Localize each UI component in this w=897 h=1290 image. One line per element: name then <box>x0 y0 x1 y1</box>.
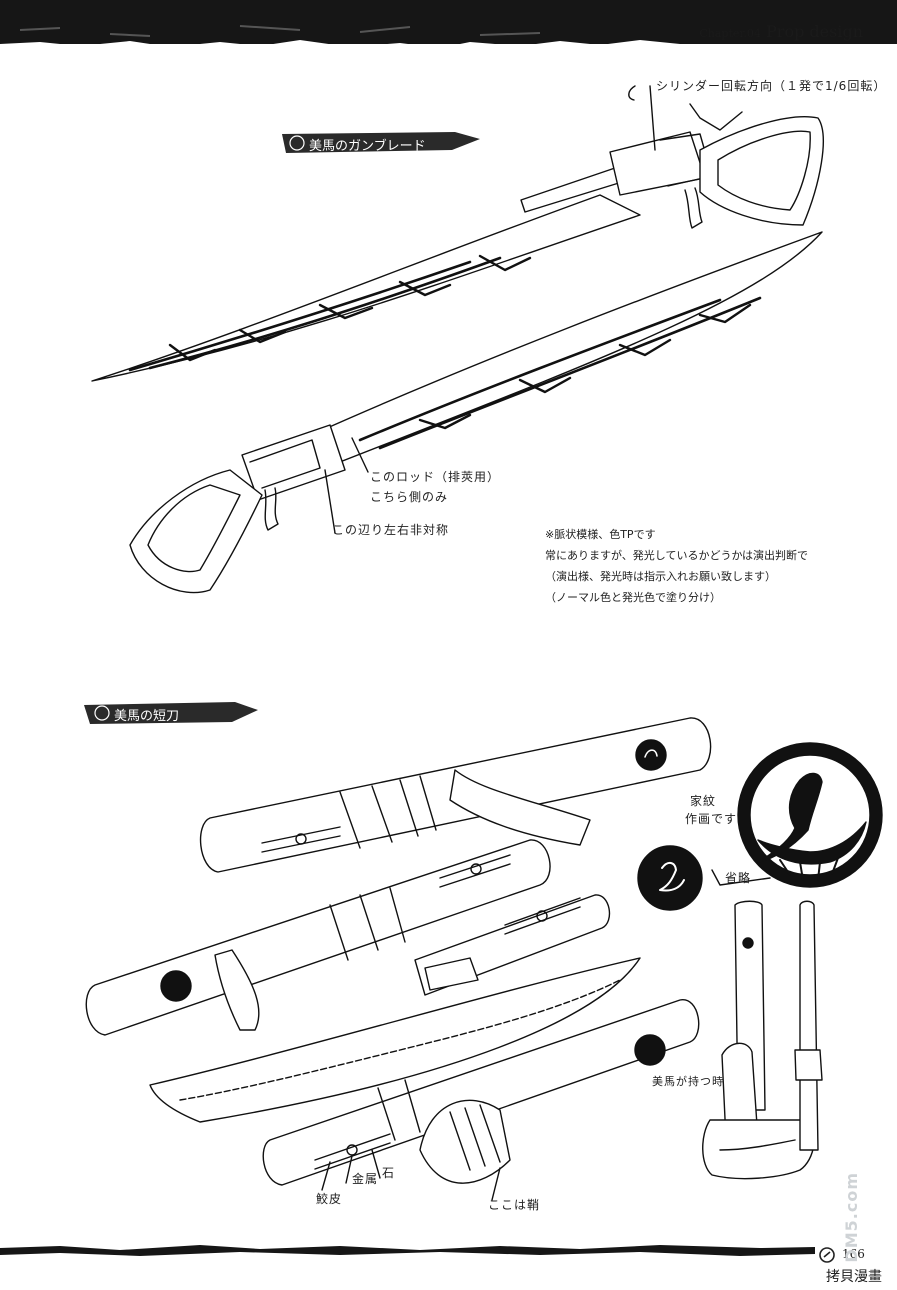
section1-title-emblem <box>289 135 305 151</box>
rod-label-line1: このロッド（排莢用） <box>370 470 501 484</box>
crane-crest-small <box>637 845 771 911</box>
section1-title: 美馬のガンブレード <box>309 139 426 154</box>
section2-title-emblem <box>94 705 110 721</box>
asymmetric-label: この辺り左右非対称 <box>332 523 450 537</box>
rod-label-line2: こちら側のみ <box>370 490 449 504</box>
note-line: 常にありますが、発光しているかどうかは演出判断で <box>545 549 809 562</box>
gunblade-top-illustration <box>91 85 824 382</box>
held-note-label: 美馬が持つ時 <box>652 1075 724 1088</box>
chapter-header: Chapter.04 Prop design <box>699 22 863 41</box>
section2-title-brush <box>84 702 258 724</box>
page-number: 166 <box>842 1247 865 1261</box>
metal-ring-label: 金属 <box>352 1172 379 1186</box>
watermark-site: DM5.com <box>842 1172 861 1263</box>
tanto-sheath-top <box>199 717 712 873</box>
crane-crest-large <box>737 742 883 888</box>
tanto-blade <box>149 957 641 1123</box>
crest-label-line1: 家紋 <box>690 794 717 808</box>
shark-skin-label: 鮫皮 <box>316 1192 343 1206</box>
vein-pattern-note: ※脈状模様、色TPです 常にありますが、発光しているかどうかは演出判断で （演出… <box>545 524 808 608</box>
sheath-label: ここは鞘 <box>488 1198 541 1212</box>
section-label: Prop design <box>766 22 863 41</box>
watermark-text: 拷貝漫畫 <box>826 1269 882 1285</box>
crest-label-line2: 作画です <box>685 812 738 826</box>
omitted-label: 省略 <box>725 871 752 885</box>
gunblade-bottom-illustration <box>129 231 823 594</box>
cylinder-rotation-label: シリンダー回転方向（１発で1/6回転） <box>656 79 887 93</box>
note-line: （演出様、発光時は指示入れお願い致します） <box>545 570 776 583</box>
stone-label: 石 <box>382 1166 396 1180</box>
header-grunge-band <box>0 0 897 50</box>
section1-title-brush <box>282 132 480 153</box>
page-emblem-icon <box>819 1247 835 1263</box>
tanto-sheath-bottom <box>262 999 700 1201</box>
note-line: （ノーマル色と発光色で塗り分け） <box>545 591 721 604</box>
tanto-sheath-middle <box>85 839 551 1036</box>
section2-title: 美馬の短刀 <box>114 709 180 724</box>
tanto-side-elevation <box>702 900 823 1180</box>
chapter-label: Chapter.04 <box>699 27 761 40</box>
footer-grunge-band <box>0 1245 815 1256</box>
note-line: ※脈状模様、色TPです <box>545 528 656 541</box>
